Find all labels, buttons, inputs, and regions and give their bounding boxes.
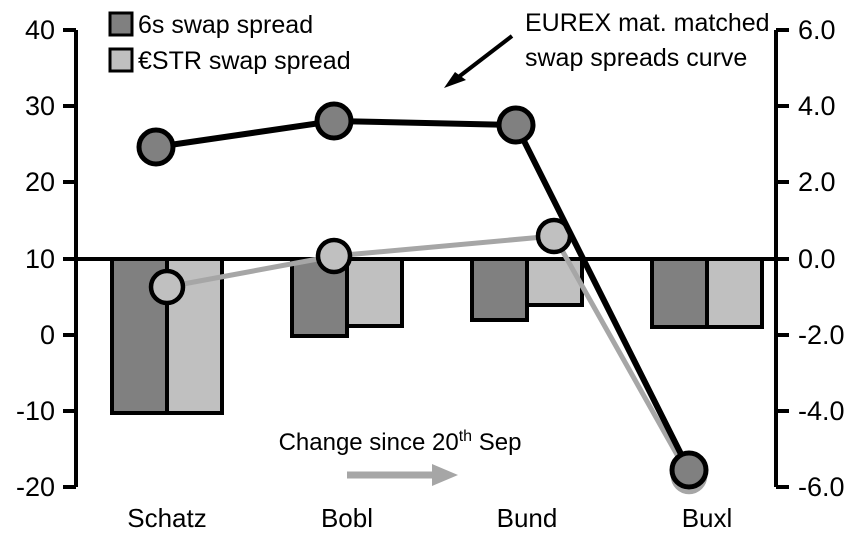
left-tick-label: 20 (25, 167, 55, 197)
left-tick-label: 30 (25, 91, 55, 121)
series-eurex-curve (136, 101, 709, 490)
bar-group-bund (470, 257, 584, 322)
left-tick-label: 0 (40, 320, 55, 350)
legend-swatch-6s (108, 11, 134, 37)
right-tick-label: 6.0 (798, 15, 836, 45)
right-tick-label: -4.0 (798, 396, 845, 426)
bar-estr-bobl (345, 257, 404, 328)
callout-leader-line (450, 34, 514, 84)
bar-estr-bund (525, 257, 584, 307)
category-axis-labels: Schatz Bobl Bund Buxl (127, 503, 732, 533)
change-note-arrow-icon (432, 464, 458, 486)
change-note-main: Change since 20 (279, 429, 459, 456)
left-tick-label: -20 (16, 472, 55, 502)
gray-marker-schatz (148, 268, 186, 306)
bar-group-bobl (290, 257, 404, 338)
bar-6s-buxl (650, 257, 709, 329)
right-tick-label: 4.0 (798, 91, 836, 121)
eurex-marker-schatz (136, 127, 176, 167)
annotation-change-note: Change since 20th Sep (279, 428, 522, 486)
right-tick-label: -2.0 (798, 320, 845, 350)
gray-marker-bobl (315, 237, 353, 275)
change-note-superscript: th (459, 428, 472, 445)
bar-estr-buxl (705, 257, 764, 329)
eurex-marker-bobl (314, 101, 354, 141)
change-note-text: Change since 20th Sep (279, 428, 522, 456)
gray-line-path (166, 233, 692, 478)
bar-6s-bund (470, 257, 529, 322)
category-label-bund: Bund (497, 503, 558, 533)
callout-line-1: EUREX mat. matched (525, 9, 770, 37)
legend-label-6s: 6s swap spread (138, 11, 313, 39)
category-label-schatz: Schatz (127, 503, 207, 533)
category-label-bobl: Bobl (321, 503, 373, 533)
category-label-buxl: Buxl (682, 503, 733, 533)
annotation-eurex-callout: EUREX mat. matched swap spreads curve (444, 9, 770, 88)
legend-swatch-estr (108, 47, 134, 73)
right-tick-label: 2.0 (798, 167, 836, 197)
right-tick-label: 0.0 (798, 244, 836, 274)
left-tick-label: -10 (16, 396, 55, 426)
legend: 6s swap spread €STR swap spread (108, 11, 351, 75)
change-note-tail (472, 429, 479, 456)
callout-arrow-icon (444, 72, 466, 88)
right-axis: 6.0 4.0 2.0 0.0 -2.0 -4.0 -6.0 (774, 15, 845, 502)
right-tick-label: -6.0 (798, 472, 845, 502)
change-note-tail-word: Sep (479, 429, 522, 456)
callout-line-2: swap spreads curve (525, 44, 747, 72)
legend-label-estr: €STR swap spread (138, 47, 351, 75)
eurex-line-path (155, 117, 692, 472)
bar-group-buxl (650, 257, 764, 329)
eurex-marker-buxl (669, 450, 709, 490)
left-tick-label: 10 (25, 244, 55, 274)
left-axis: 40 30 20 10 0 -10 -20 (16, 15, 78, 502)
eurex-marker-bund (496, 105, 536, 145)
left-tick-label: 40 (25, 15, 55, 45)
